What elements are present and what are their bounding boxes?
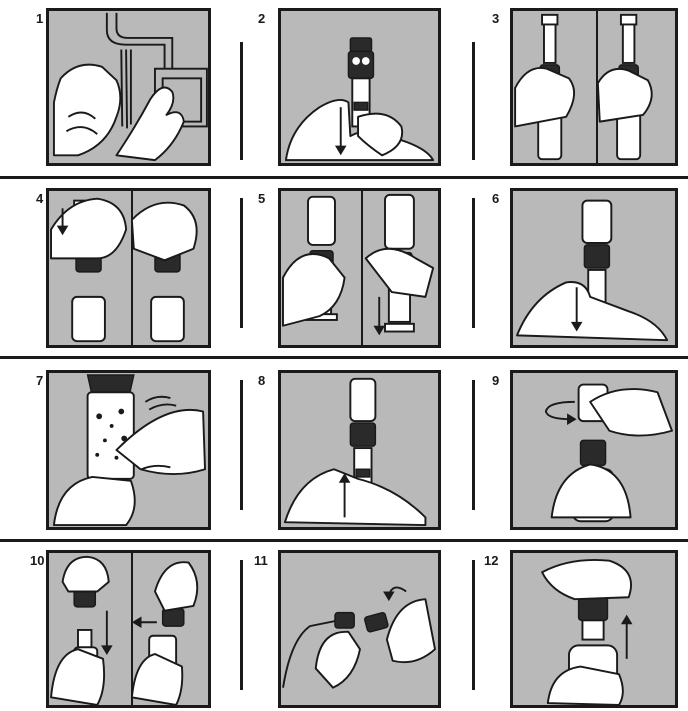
withdraw-solution-illustration xyxy=(281,373,438,527)
step-illustration xyxy=(46,370,211,530)
step-illustration xyxy=(278,188,441,348)
step-number: 12 xyxy=(484,554,498,567)
step-illustration xyxy=(510,8,678,166)
syringe-in-hand-illustration xyxy=(281,11,438,163)
vial-adapter-illustration xyxy=(513,11,675,163)
column-divider xyxy=(472,560,475,690)
column-divider xyxy=(240,380,243,510)
column-divider xyxy=(240,42,243,160)
step-illustration xyxy=(278,550,441,708)
draw-back-plunger-illustration xyxy=(513,191,675,345)
remove-cap-illustration xyxy=(49,553,208,705)
step-number: 10 xyxy=(30,554,44,567)
step-number: 7 xyxy=(36,374,43,387)
attach-syringe-illustration xyxy=(513,553,675,705)
plunger-attach-illustration xyxy=(49,191,208,345)
hand-washing-illustration xyxy=(49,11,208,163)
step-illustration xyxy=(46,8,211,166)
step-illustration xyxy=(510,188,678,348)
step-number: 6 xyxy=(492,192,499,205)
row-divider-3 xyxy=(0,539,688,542)
invert-vial-illustration xyxy=(281,191,438,345)
step-number: 9 xyxy=(492,374,499,387)
step-illustration xyxy=(46,550,211,708)
step-illustration xyxy=(510,550,678,708)
column-divider xyxy=(240,198,243,328)
row-divider-1 xyxy=(0,176,688,179)
step-number: 2 xyxy=(258,12,265,25)
step-number: 8 xyxy=(258,374,265,387)
step-number: 1 xyxy=(36,12,43,25)
column-divider xyxy=(472,380,475,510)
step-illustration xyxy=(46,188,211,348)
step-illustration xyxy=(278,370,441,530)
column-divider xyxy=(472,198,475,328)
step-number: 5 xyxy=(258,192,265,205)
unscrew-vial-illustration xyxy=(513,373,675,527)
row-divider-2 xyxy=(0,356,688,359)
step-illustration xyxy=(510,370,678,530)
column-divider xyxy=(240,560,243,690)
step-illustration xyxy=(278,8,441,166)
connect-infusion-set-illustration xyxy=(281,553,438,705)
column-divider xyxy=(472,42,475,160)
step-number: 11 xyxy=(254,554,268,567)
swirl-vial-illustration xyxy=(49,373,208,527)
step-number: 4 xyxy=(36,192,43,205)
step-number: 3 xyxy=(492,12,499,25)
